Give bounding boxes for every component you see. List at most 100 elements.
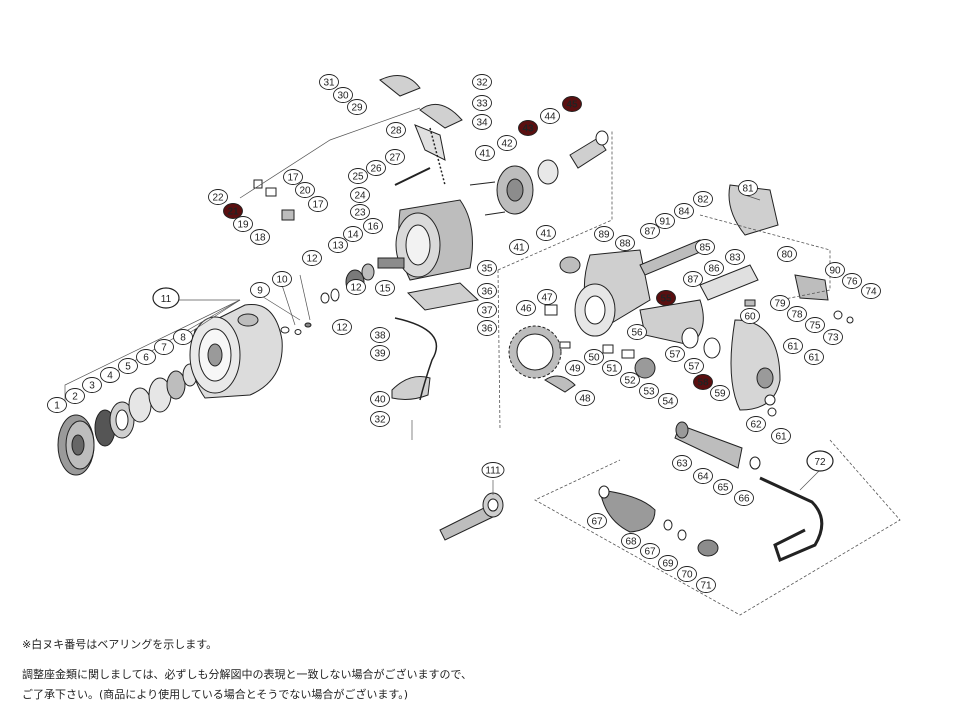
callout-number: 89 [598,230,610,241]
callout-n36b: 36 [477,320,497,336]
callout-number: 61 [775,432,787,443]
callout-n65: 65 [713,479,733,495]
callout-n32a: 32 [472,74,492,90]
callout-n14: 14 [343,226,363,242]
callout-number: 14 [347,230,359,241]
callout-number: 31 [323,78,335,89]
callout-n87a: 87 [640,223,660,239]
callout-number: 48 [579,394,591,405]
callout-n8: 8 [173,329,193,345]
callout-n67a: 67 [587,513,607,529]
callout-number: 17 [287,173,299,184]
callout-number: 111 [485,466,501,477]
callout-number: 63 [676,459,688,470]
callout-number: 43 [522,124,534,135]
callout-n27: 27 [385,149,405,165]
rotor-assembly [253,75,480,401]
callout-n64: 64 [693,468,713,484]
callout-n63: 63 [672,455,692,471]
callout-number: 29 [351,103,363,114]
callout-number: 76 [846,277,858,288]
callout-number: 23 [354,208,366,219]
callout-number: 69 [662,559,674,570]
callout-n18: 18 [250,229,270,245]
callout-number: 9 [257,286,263,297]
callout-n68: 68 [621,533,641,549]
callout-number: 32 [476,78,488,89]
callout-n6: 6 [136,349,156,365]
callout-number: 36 [481,324,493,335]
callout-n22: 22 [208,189,228,205]
callout-n37: 37 [477,302,497,318]
callout-number: 7 [161,343,167,354]
callout-number: 59 [714,389,726,400]
callout-n28: 28 [386,122,406,138]
exploded-parts-diagram: 1234567891011121212131415161717181920212… [47,74,901,616]
callout-number: 57 [669,350,681,361]
callout-number: 10 [276,275,288,286]
callout-n66: 66 [734,490,754,506]
callout-n111: 111 [481,462,505,478]
callout-n17b: 17 [308,196,328,212]
handle-assembly [439,421,824,563]
callout-n12c: 12 [346,279,366,295]
callout-n45: 45 [562,96,582,112]
callout-n91: 91 [655,213,675,229]
callout-n39: 39 [370,345,390,361]
callout-number: 12 [306,254,318,265]
callout-n41a: 41 [475,145,495,161]
callout-n80: 80 [777,246,797,262]
callout-n5: 5 [118,358,138,374]
callout-n33: 33 [472,95,492,111]
callout-number: 38 [374,331,386,342]
guide-lines [497,130,901,616]
callout-n41c: 41 [536,225,556,241]
callout-n61a: 61 [783,338,803,354]
callout-number: 86 [708,264,720,275]
callout-number: 42 [501,139,513,150]
pinion-drive [469,130,609,216]
callout-number: 52 [624,376,636,387]
callout-number: 61 [787,342,799,353]
callout-number: 17 [312,200,324,211]
callout-number: 80 [781,250,793,261]
callout-n19: 19 [233,216,253,232]
adjust-note-line1: 調整座金類に関しましては、必ずしも分解図中の表現と一致しない場合がございますので… [22,668,473,681]
callout-n71: 71 [696,577,716,593]
callout-number: 87 [687,275,699,286]
callout-n56: 56 [627,324,647,340]
callout-n9: 9 [250,282,270,298]
callout-n83: 83 [725,249,745,265]
callout-number: 39 [374,349,386,360]
callout-number: 35 [481,264,493,275]
callout-number: 90 [829,266,841,277]
callout-number: 67 [591,517,603,528]
callout-number: 68 [625,537,637,548]
callout-number: 83 [729,253,741,264]
callout-number: 15 [379,284,391,295]
callout-number: 44 [544,112,556,123]
callout-number: 11 [161,294,172,305]
callout-n61c: 61 [771,428,791,444]
callout-n50: 50 [584,349,604,365]
callout-number: 12 [336,323,348,334]
callout-number: 73 [827,333,839,344]
callout-n38: 38 [370,327,390,343]
callout-n46: 46 [516,300,536,316]
callout-number: 81 [742,184,754,195]
callout-number: 88 [619,239,631,250]
callout-n12a: 12 [302,250,322,266]
callout-number: 64 [697,472,709,483]
callout-number: 71 [700,581,712,592]
callout-number: 91 [659,217,671,228]
callout-n25: 25 [348,168,368,184]
callout-n57b: 57 [684,358,704,374]
callout-n35: 35 [477,260,497,276]
callout-n76: 76 [842,273,862,289]
callout-n55: 55 [656,290,676,306]
callout-n48: 48 [575,390,595,406]
callout-n41b: 41 [509,239,529,255]
callouts: 1234567891011121212131415161717181920212… [47,74,881,593]
callout-n30: 30 [333,87,353,103]
callout-n89: 89 [594,226,614,242]
